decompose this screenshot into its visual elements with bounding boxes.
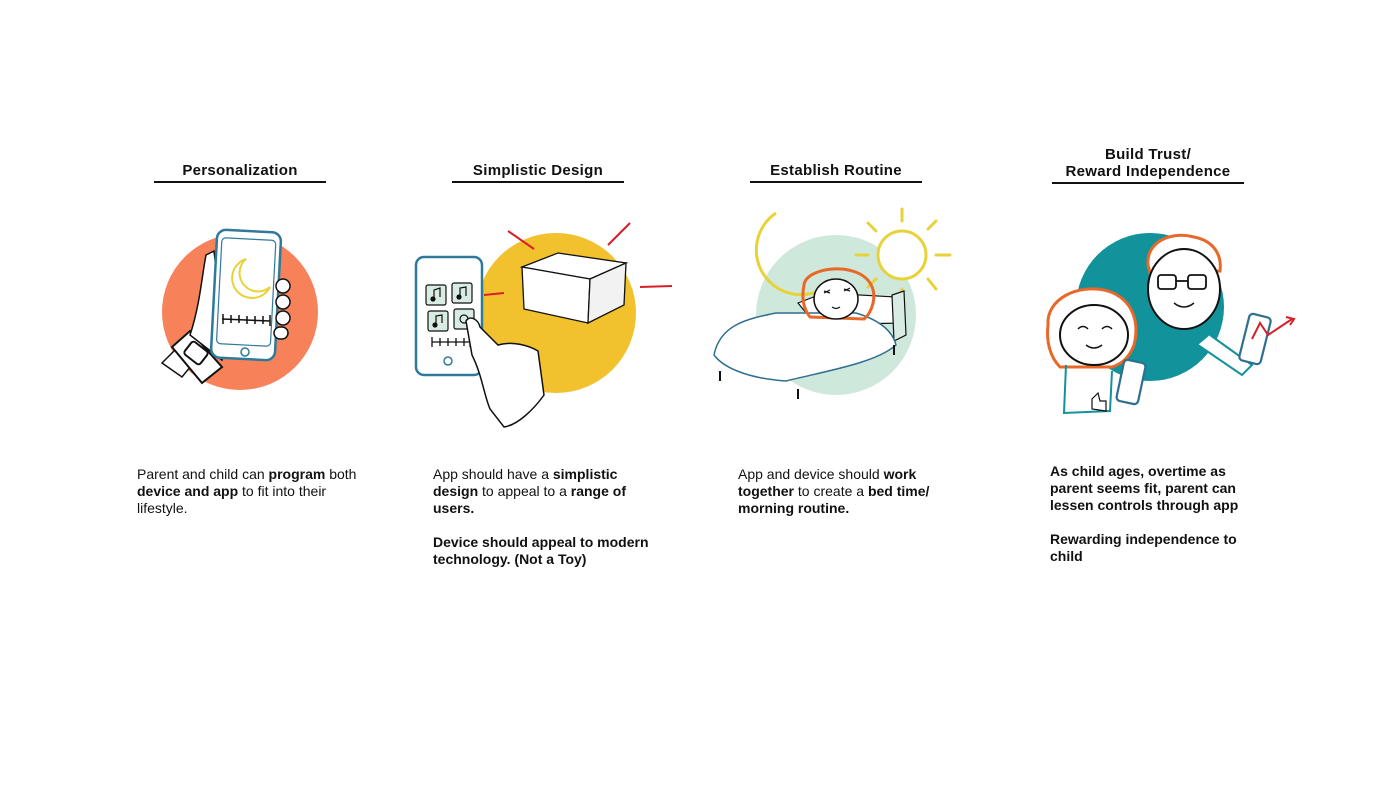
section-heading: Build Trust/ Reward Independence <box>998 146 1298 184</box>
parent-arm <box>1197 334 1254 377</box>
mouth <box>831 306 841 310</box>
description-paragraph: Rewarding independence to child <box>1050 531 1237 564</box>
heading-underline <box>154 181 326 183</box>
sun-icon <box>876 229 928 281</box>
trend-arrow-icon <box>1251 316 1296 340</box>
child-body <box>1062 364 1113 415</box>
description: App and device should work together to c… <box>738 466 963 534</box>
thumbs-up-icon <box>1091 391 1107 412</box>
bed-legs <box>719 345 895 399</box>
heading-text: Personalization <box>182 162 298 179</box>
heading-text: Simplistic Design <box>472 162 604 179</box>
moon-icon <box>231 258 271 300</box>
column-build-trust: Build Trust/ Reward Independence As chil… <box>998 0 1298 788</box>
bedtime-illustration <box>713 207 952 399</box>
blanket <box>713 312 897 382</box>
slider-scale-icon <box>221 314 271 326</box>
child-phone <box>1115 358 1147 406</box>
description-paragraph: App should have a simplistic design to a… <box>433 466 626 516</box>
child-face <box>813 278 859 320</box>
glow-rays <box>483 222 673 296</box>
music-note-icons <box>430 286 469 328</box>
phone-home-button <box>443 356 453 366</box>
device-box-icon <box>519 252 629 325</box>
description: As child ages, overtime as parent seems … <box>1050 463 1260 582</box>
heading-line-1: Build Trust/ <box>1104 146 1192 163</box>
sleeping-eyes <box>823 287 851 294</box>
phone-in-hand-illustration <box>160 228 318 390</box>
description-paragraph: App and device should work together to c… <box>738 466 930 516</box>
parent-face <box>1147 248 1221 330</box>
fingers <box>273 278 291 340</box>
pointing-hand <box>465 317 545 428</box>
parent-and-child-illustration <box>1046 233 1296 415</box>
bed-headboard <box>891 290 907 342</box>
glasses-icon <box>1157 274 1207 290</box>
heading-underline <box>750 181 922 183</box>
section-heading: Personalization <box>90 162 390 183</box>
description: Parent and child can program both device… <box>137 466 362 534</box>
app-and-device-illustration <box>414 222 673 428</box>
description: App should have a simplistic design to a… <box>433 466 658 585</box>
parent-phone <box>1238 312 1272 366</box>
description-paragraph: As child ages, overtime as parent seems … <box>1050 463 1239 513</box>
child-hair <box>801 267 876 321</box>
description-paragraph: Parent and child can program both device… <box>137 466 357 516</box>
phone-home-button <box>240 347 250 357</box>
column-personalization: Personalization Parent and chil <box>90 0 390 788</box>
watch-face <box>183 340 209 366</box>
heading-line-2: Reward Independence <box>1065 163 1231 180</box>
happy-eyes <box>1077 325 1113 330</box>
sun-rays <box>854 207 952 303</box>
heading-underline <box>452 181 624 183</box>
child-face <box>1059 304 1129 366</box>
parent-smile <box>1173 302 1195 308</box>
child-smile <box>1085 344 1103 349</box>
section-heading: Establish Routine <box>686 162 986 183</box>
column-simplistic-design: Simplistic Design <box>388 0 688 788</box>
heading-text: Establish Routine <box>770 162 902 179</box>
description-paragraph: Device should appeal to modern technolog… <box>433 534 649 567</box>
section-heading: Simplistic Design <box>388 162 688 183</box>
heading-underline <box>1052 182 1244 184</box>
column-establish-routine: Establish Routine App and device should … <box>686 0 986 788</box>
